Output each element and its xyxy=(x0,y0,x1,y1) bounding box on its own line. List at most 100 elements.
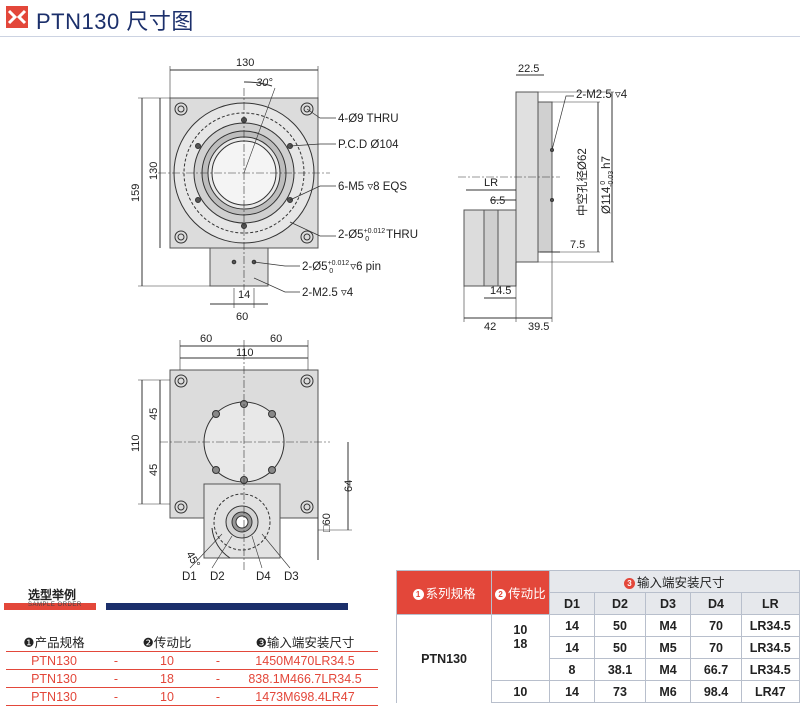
dim-bottom-left-60: 60 xyxy=(200,333,212,345)
spec-row: 18 14 50 M5 70 LR34.5 xyxy=(397,636,800,681)
dim-side-flange: 22.5 xyxy=(518,63,539,75)
spec-ratio-cell: 10 xyxy=(491,614,550,637)
spec-cell: 38.1 xyxy=(594,658,646,681)
dim-front-width: 130 xyxy=(236,57,254,69)
spec-series-cell: PTN130 xyxy=(395,614,493,703)
label-d3: D3 xyxy=(284,571,299,580)
cell-ratio: 10 xyxy=(130,687,204,706)
sample-order-row: PTN130 - 18 - 838.1M466.7LR34.5 xyxy=(6,669,378,688)
dim-bottom-right-60: 60 xyxy=(270,333,282,345)
spec-cell: 14 xyxy=(548,636,596,659)
dim-front-pin-spacing: 14 xyxy=(238,289,250,301)
label-d2: D2 xyxy=(210,571,225,580)
spec-row: PTN130 10 14 50 M4 70 LR34.5 xyxy=(395,614,800,703)
sample-order-table: ❶产品规格 ❷传动比 ❸输入端安装尺寸 PTN130 - 10 - 1450M4… xyxy=(6,632,378,706)
side-view xyxy=(458,74,614,322)
dim-side-input-length: 42 xyxy=(484,321,496,333)
number-badge-2: 2 xyxy=(495,589,507,600)
spec-cell: M6 xyxy=(644,680,692,703)
dim-bottom-110: 110 xyxy=(236,347,254,359)
spec-col-d2: D2 xyxy=(594,592,646,615)
title-divider xyxy=(0,36,800,37)
dim-side-shaft: 14.5 xyxy=(490,285,511,297)
label-d1: D1 xyxy=(182,571,197,580)
spec-cell: M4 xyxy=(644,614,692,637)
row-dash: - xyxy=(204,669,232,688)
dim-bottom-angle: 45° xyxy=(183,550,202,570)
dim-bottom-vertical-110: 110 xyxy=(130,434,142,452)
row-dash: - xyxy=(204,687,232,706)
spec-cell: M4 xyxy=(644,658,692,681)
sample-order-divider-bar xyxy=(106,603,348,610)
spec-row: 10 14 73 M6 98.4 LR47 xyxy=(397,680,800,703)
spec-ratio-cell: 10 xyxy=(491,680,550,703)
spec-subheader-row: D1 D2 D3 D4 LR xyxy=(397,592,800,615)
header-dash xyxy=(204,632,232,652)
header-product-spec: ❶产品规格 xyxy=(6,632,102,652)
spec-cell: 98.4 xyxy=(690,680,742,703)
cell-input-code: 1450M470LR34.5 xyxy=(232,651,378,670)
cell-ratio: 18 xyxy=(130,669,204,688)
row-dash: - xyxy=(102,651,130,670)
dim-front-tab-width: 60 xyxy=(236,311,248,323)
sample-order-row: PTN130 - 10 - 1473M698.4LR47 xyxy=(6,687,378,706)
dim-front-angle: 30° xyxy=(256,77,273,89)
spec-cell: 70 xyxy=(690,614,742,637)
sample-order-header-row: ❶产品规格 ❷传动比 ❸输入端安装尺寸 xyxy=(6,632,378,652)
spec-cell: 14 xyxy=(548,614,596,637)
spec-cell: LR34.5 xyxy=(740,658,800,681)
callout-thru-holes: 4-Ø9 THRU xyxy=(338,113,399,125)
spec-row: 8 38.1 M4 66.7 LR34.5 xyxy=(397,658,800,681)
spec-cell: M5 xyxy=(644,636,692,659)
cell-product: PTN130 xyxy=(6,669,102,688)
callout-m5-holes: 6-M5 ▿8 EQS xyxy=(338,181,407,193)
cell-input-code: 1473M698.4LR47 xyxy=(232,687,378,706)
number-badge-1: 1 xyxy=(412,589,424,600)
label-hollow-bore: 中空孔径Ø62 xyxy=(575,148,589,216)
dim-front-total-height: 159 xyxy=(130,184,142,202)
number-badge-3: 3 xyxy=(624,578,636,589)
row-dash: - xyxy=(102,687,130,706)
front-view xyxy=(138,66,336,308)
dim-side-lr: LR xyxy=(484,177,498,189)
callout-m25-holes: 2-M2.5 ▿4 xyxy=(302,287,354,299)
page-title: PTN130 尺寸图 xyxy=(36,9,194,34)
spec-cell: 50 xyxy=(594,614,646,637)
sample-order-accent-bar xyxy=(4,603,96,610)
dim-side-pilot: 7.5 xyxy=(570,239,585,251)
dim-bottom-64: 64 xyxy=(343,480,355,492)
spec-col-d3: D3 xyxy=(644,592,692,615)
spec-col-lr: LR xyxy=(740,592,800,615)
bottom-view xyxy=(138,340,352,570)
spec-cell: 70 xyxy=(690,636,742,659)
cell-product: PTN130 xyxy=(6,651,102,670)
dim-bottom-lower-45: 45 xyxy=(148,464,160,476)
dim-bottom-upper-45: 45 xyxy=(148,408,160,420)
sample-order-title: 选型举例 xyxy=(28,588,77,602)
label-d4: D4 xyxy=(256,571,271,580)
sample-order-row: PTN130 - 10 - 1450M470LR34.5 xyxy=(6,651,378,670)
spec-ratio-cell: 18 xyxy=(491,636,550,681)
spec-cell: LR34.5 xyxy=(740,636,800,659)
spec-cell: LR34.5 xyxy=(740,614,800,637)
dim-bottom-square-60: □60 xyxy=(321,513,333,532)
cell-ratio: 10 xyxy=(130,651,204,670)
dim-side-step: 6.5 xyxy=(490,195,505,207)
header-dash xyxy=(102,632,130,652)
row-dash: - xyxy=(102,669,130,688)
sample-order-subtitle: SAMPLE ORDER xyxy=(28,602,82,608)
cell-input-code: 838.1M466.7LR34.5 xyxy=(232,669,378,688)
spec-cell: 14 xyxy=(548,680,596,703)
cell-product: PTN130 xyxy=(6,687,102,706)
header-ratio: ❷传动比 xyxy=(130,632,204,652)
brand-logo-icon xyxy=(6,6,28,28)
header-input-size: ❸输入端安装尺寸 xyxy=(232,632,378,652)
spec-col-d1: D1 xyxy=(548,592,596,615)
callout-side-m25: 2-M2.5 ▿4 xyxy=(576,89,628,101)
